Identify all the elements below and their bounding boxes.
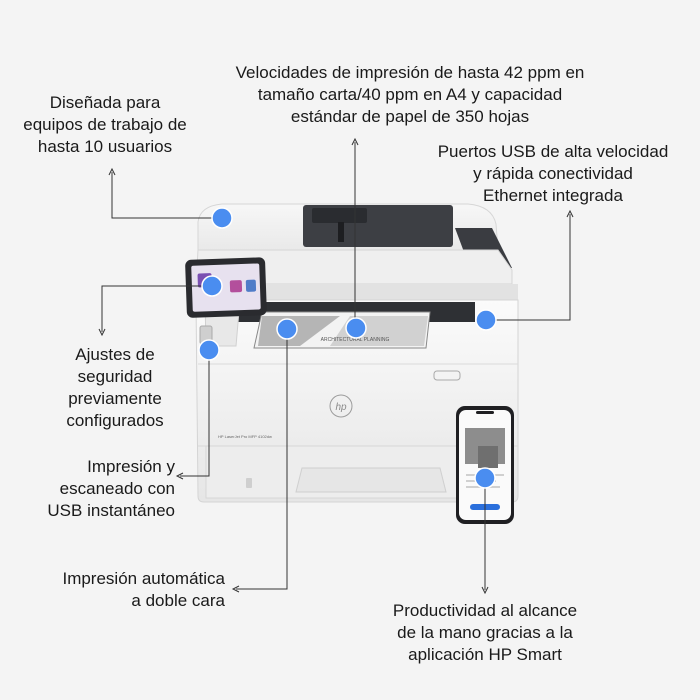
callout-line: a doble cara	[131, 591, 225, 610]
callout-line: Impresión automática	[62, 569, 225, 588]
printer: ARCHITECTURAL PLANNING hp HP LaserJet Pr…	[185, 203, 519, 503]
callout-line: escaneado con	[59, 479, 175, 498]
callout-speed: Velocidades de impresión de hasta 42 ppm…	[195, 62, 625, 128]
arrowhead	[351, 137, 359, 146]
leader-lines	[98, 137, 574, 595]
hotspot-hp-smart[interactable]	[474, 467, 496, 489]
hotspot-security[interactable]	[201, 275, 223, 297]
arrowhead	[175, 472, 184, 480]
leader-users	[111, 172, 222, 219]
leader-usb-ports	[486, 214, 571, 321]
arrowhead	[98, 328, 106, 337]
app-tile[interactable]	[229, 280, 243, 293]
leader-usb-print	[180, 350, 210, 477]
callout-line: aplicación HP Smart	[408, 645, 562, 664]
callout-line: Productividad al alcance	[392, 601, 578, 620]
callout-line: Puertos USB de alta velocidad	[437, 142, 669, 161]
feeder-guide	[312, 208, 367, 223]
door-button[interactable]	[433, 370, 461, 381]
callout-line: equipos de trabajo de	[23, 115, 187, 134]
callout-line: Diseñada para	[49, 93, 161, 112]
callout-line: configurados	[66, 411, 164, 430]
paper-level	[246, 478, 252, 488]
feeder-slot	[338, 222, 344, 242]
callout-line: de la mano gracias a la	[397, 623, 573, 642]
callout-line: y rápida conectividad	[473, 164, 633, 183]
hp-logo-text: hp	[335, 402, 347, 413]
hotspots	[198, 207, 497, 489]
callout-hp-smart: Productividad al alcance de la mano grac…	[350, 600, 620, 666]
phone-notch	[476, 411, 494, 414]
callout-line: previamente	[68, 389, 162, 408]
callout-users: Diseñada para equipos de trabajo de hast…	[5, 92, 205, 158]
leader-security	[101, 285, 212, 332]
leader-duplex	[236, 329, 288, 590]
hotspot-speed[interactable]	[345, 317, 367, 339]
arrowhead	[566, 209, 574, 218]
scanner-edge	[196, 284, 518, 302]
callout-line: hasta 10 usuarios	[37, 137, 173, 156]
callout-line: estándar de papel de 350 hojas	[290, 107, 530, 126]
hotspot-usb-ports[interactable]	[475, 309, 497, 331]
callout-security: Ajustes de seguridad previamente configu…	[40, 344, 190, 432]
hotspot-users[interactable]	[211, 207, 233, 229]
app-tile[interactable]	[245, 279, 257, 292]
callout-usb-ports: Puertos USB de alta velocidad y rápida c…	[408, 141, 698, 207]
callout-duplex: Impresión automática a doble cara	[10, 568, 225, 612]
paper-banner-text: ARCHITECTURAL PLANNING	[321, 337, 390, 343]
callout-line: Ethernet integrada	[483, 186, 623, 205]
callout-usb-print: Impresión y escaneado con USB instantáne…	[10, 456, 175, 522]
control-panel[interactable]	[185, 257, 267, 318]
model-label: HP LaserJet Pro MFP 4102dw	[218, 434, 272, 439]
callout-line: USB instantáneo	[47, 501, 175, 520]
phone-photo-detail	[478, 446, 498, 468]
hotspot-duplex[interactable]	[276, 318, 298, 340]
callout-line: seguridad	[77, 367, 153, 386]
callout-line: Ajustes de	[75, 345, 155, 364]
arrowhead	[108, 167, 116, 176]
drawer-handle[interactable]	[295, 467, 447, 493]
hp-logo	[329, 394, 353, 418]
callout-line: Velocidades de impresión de hasta 42 ppm…	[235, 63, 585, 82]
arrowhead	[481, 586, 489, 595]
callout-line: tamaño carta/40 ppm en A4 y capacidad	[257, 85, 563, 104]
callout-line: Impresión y	[87, 457, 175, 476]
arrowhead	[231, 585, 240, 593]
smartphone	[456, 406, 514, 524]
hotspot-usb-print[interactable]	[198, 339, 220, 361]
